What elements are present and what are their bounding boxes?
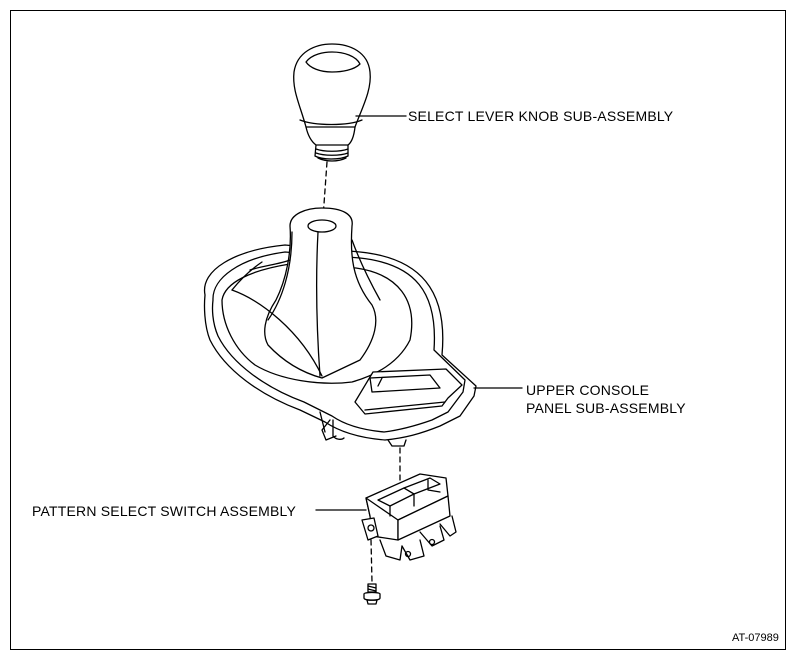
- pattern-select-switch: [361, 473, 457, 561]
- switch-dashed-line: [370, 539, 373, 583]
- panel-label-line2: PANEL SUB-ASSEMBLY: [526, 400, 686, 416]
- figure-code: AT-07989: [732, 632, 779, 644]
- select-lever-knob: [293, 43, 371, 162]
- diagram-frame: [10, 10, 786, 650]
- switch-label: PATTERN SELECT SWITCH ASSEMBLY: [32, 503, 297, 519]
- shift-boot: [231, 207, 381, 379]
- screw: [363, 583, 381, 605]
- panel-label-line1: UPPER CONSOLE: [526, 382, 650, 398]
- knob-label: SELECT LEVER KNOB SUB-ASSEMBLY: [408, 108, 674, 124]
